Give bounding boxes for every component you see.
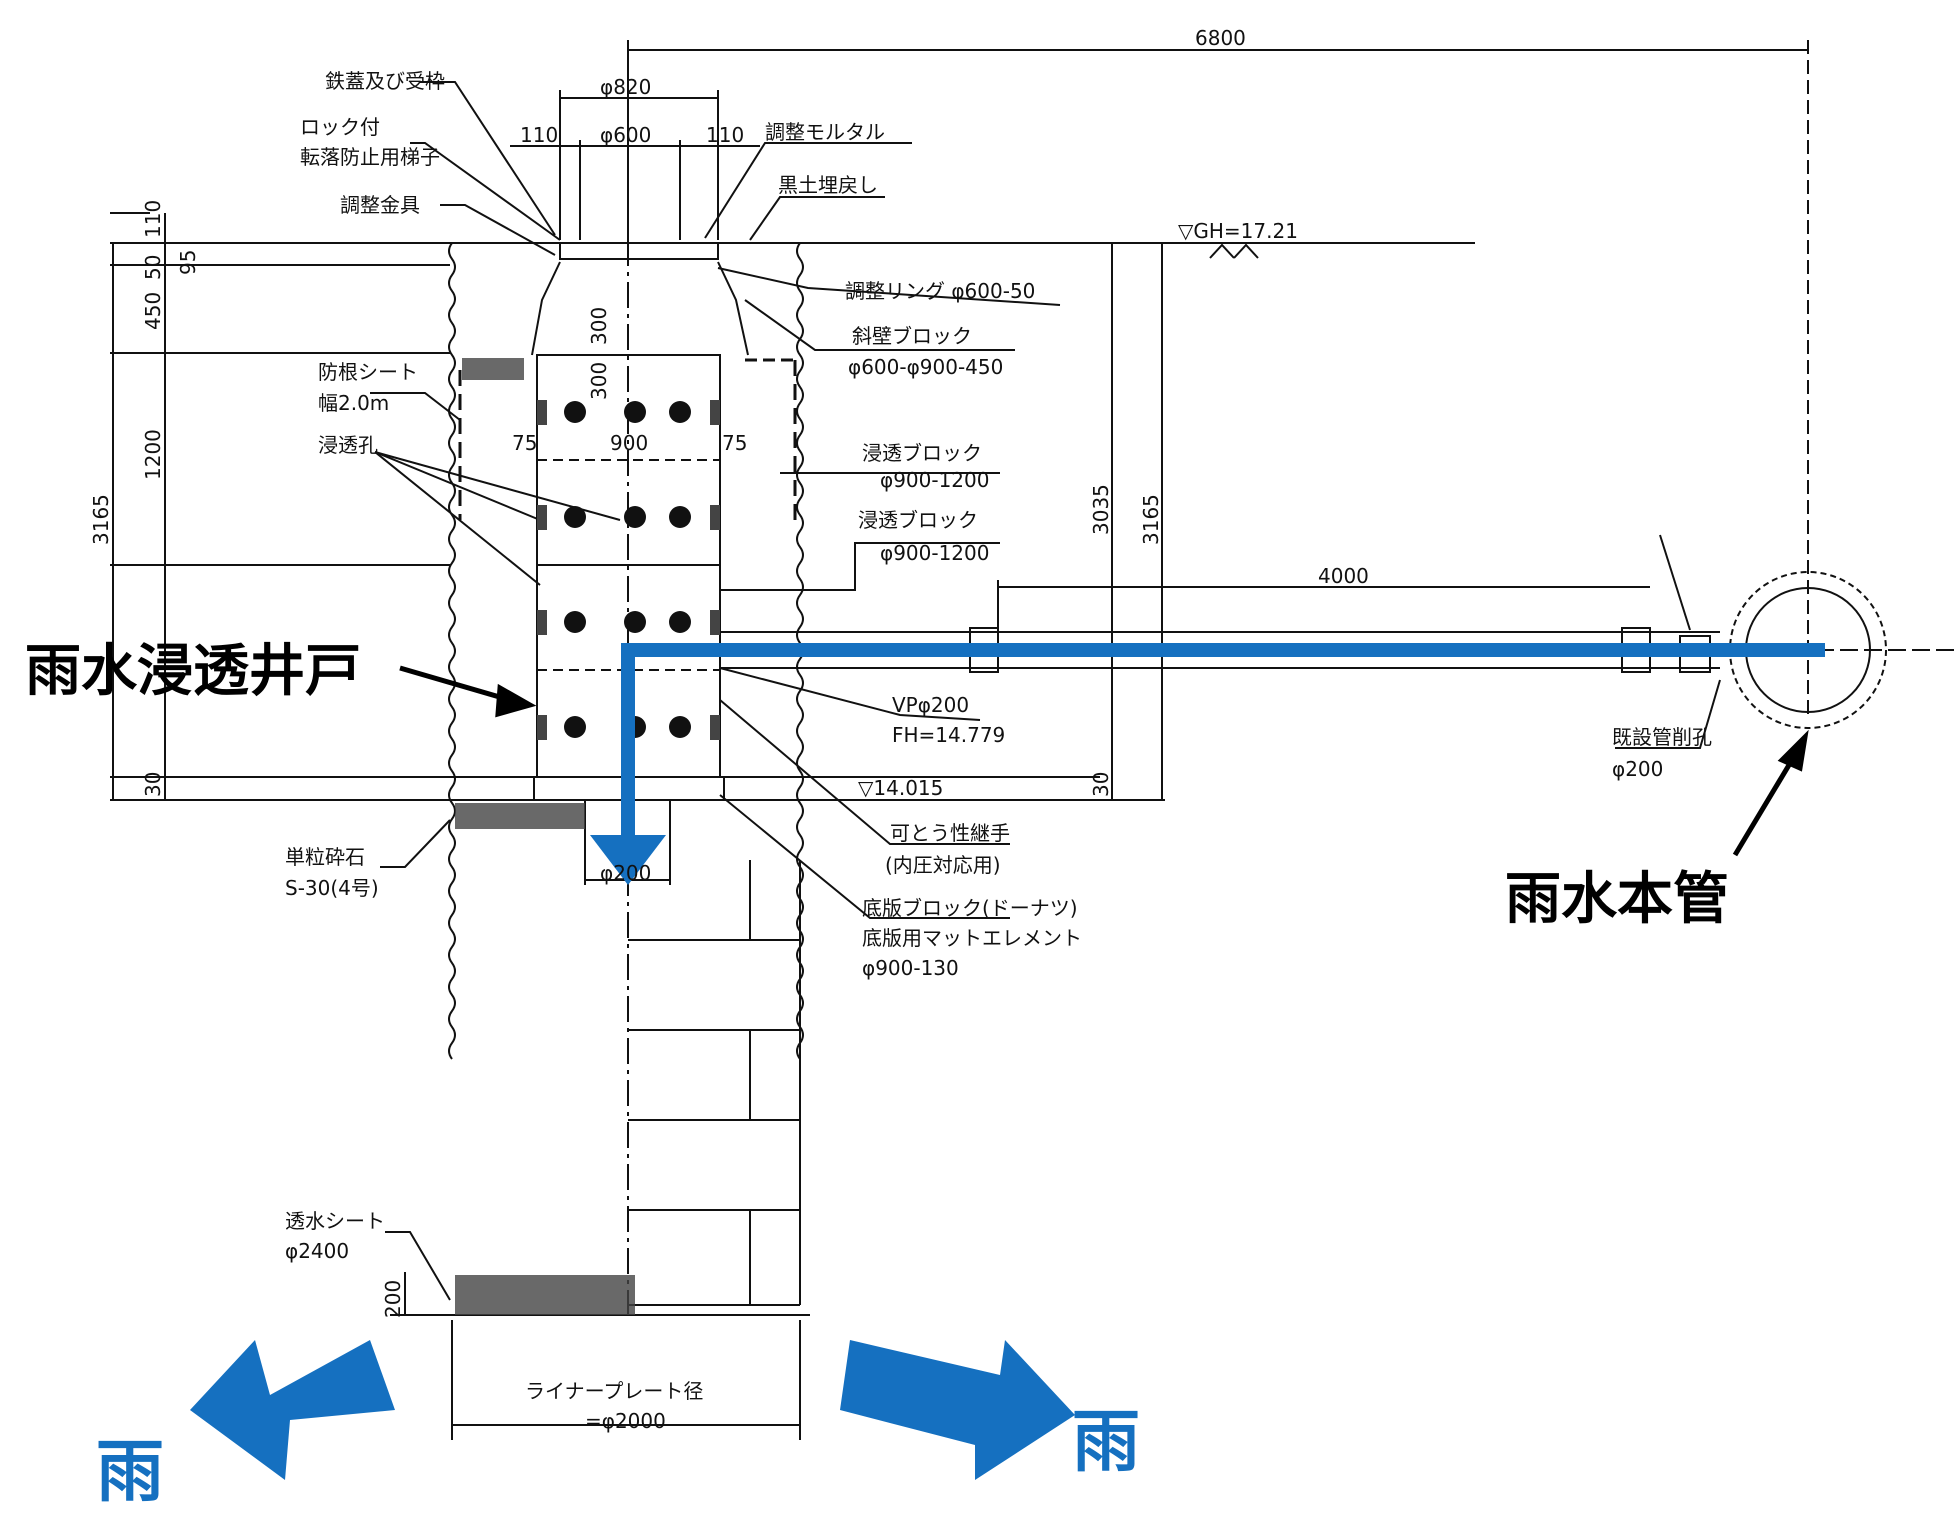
label-slant1: 斜壁ブロック — [852, 324, 972, 348]
level-gh: ▽GH=17.21 — [1178, 219, 1298, 243]
label-fitting: 調整金具 — [340, 193, 420, 217]
dim-6800: 6800 — [1195, 26, 1246, 50]
dim-110-vertical: 110 — [141, 200, 165, 238]
dim-phi820: φ820 — [600, 75, 651, 99]
label-base3: φ900-130 — [862, 956, 959, 980]
dim-3165-right: 3165 — [1139, 494, 1163, 545]
dim-900: 900 — [610, 431, 648, 455]
label-rootsheet1: 防根シート — [318, 360, 418, 384]
permeation-hole — [564, 401, 586, 423]
label-rootsheet2: 幅2.0m — [318, 391, 389, 415]
slant-wall-block — [531, 261, 749, 356]
label-perm2b: φ900-1200 — [880, 541, 989, 565]
dim-50: 50 — [141, 255, 165, 280]
dim-phi200-bottom: φ200 — [600, 861, 651, 885]
label-backfill: 黒土埋戻し — [778, 173, 878, 197]
label-gravel1: 単粒砕石 — [285, 845, 365, 869]
label-ladder: 転落防止用梯子 — [300, 145, 440, 169]
label-vp1: VPφ200 — [892, 693, 969, 717]
label-perm2a: 浸透ブロック — [858, 508, 978, 532]
callout-rain-left: 雨 — [96, 1433, 164, 1512]
dim-110-right: 110 — [706, 123, 744, 147]
dim-1200: 1200 — [141, 429, 165, 480]
label-joint2: (内圧対応用) — [885, 853, 1001, 877]
label-existing2: φ200 — [1612, 757, 1663, 781]
label-holes: 浸透孔 — [318, 433, 378, 457]
dim-300-a: 300 — [587, 307, 611, 345]
flow-path — [190, 643, 1825, 1480]
rain-left-arrow — [190, 1340, 395, 1480]
label-lock: ロック付 — [300, 115, 380, 139]
label-joint1: 可とう性継手 — [890, 821, 1010, 845]
label-ring: 調整リング φ600-50 — [845, 279, 1035, 303]
dim-30-right: 30 — [1089, 772, 1113, 797]
label-perm1b: φ900-1200 — [880, 468, 989, 492]
dim-30-left: 30 — [141, 772, 165, 797]
callout-rain-right: 雨 — [1072, 1403, 1140, 1482]
flow-down-arrow — [590, 835, 666, 885]
level-bottom: ▽14.015 — [858, 776, 943, 800]
callout-well: 雨水浸透井戸 — [25, 639, 361, 704]
label-base2: 底版用マットエレメント — [862, 926, 1082, 950]
dim-110-left: 110 — [520, 123, 558, 147]
dim-phi600: φ600 — [600, 123, 651, 147]
label-mortar: 調整モルタル — [765, 120, 885, 144]
label-base1: 底版ブロック(ドーナツ) — [862, 896, 1078, 920]
label-watersheet2: φ2400 — [285, 1239, 349, 1263]
dim-3035: 3035 — [1089, 484, 1113, 535]
label-vp2: FH=14.779 — [892, 723, 1005, 747]
label-liner1: ライナープレート径 — [525, 1379, 703, 1403]
dim-3165-left: 3165 — [89, 494, 113, 545]
label-lid: 鉄蓋及び受枠 — [325, 69, 445, 93]
dim-75-right: 75 — [722, 431, 747, 455]
liner-plate-left-wall — [448, 242, 456, 1060]
rain-right-arrow — [840, 1340, 1075, 1480]
callout-main: 雨水本管 — [1505, 867, 1729, 932]
label-existing1: 既設管削孔 — [1612, 725, 1712, 749]
dim-4000: 4000 — [1318, 564, 1369, 588]
label-perm1a: 浸透ブロック — [862, 441, 982, 465]
label-liner2: =φ2000 — [585, 1409, 666, 1433]
label-watersheet1: 透水シート — [285, 1209, 385, 1233]
dim-200: 200 — [381, 1280, 405, 1318]
dim-450: 450 — [141, 292, 165, 330]
dim-75-left: 75 — [512, 431, 537, 455]
label-slant2: φ600-φ900-450 — [848, 355, 1003, 379]
dim-300-b: 300 — [587, 362, 611, 400]
label-gravel2: S-30(4号) — [285, 876, 379, 900]
dim-95: 95 — [176, 250, 200, 275]
